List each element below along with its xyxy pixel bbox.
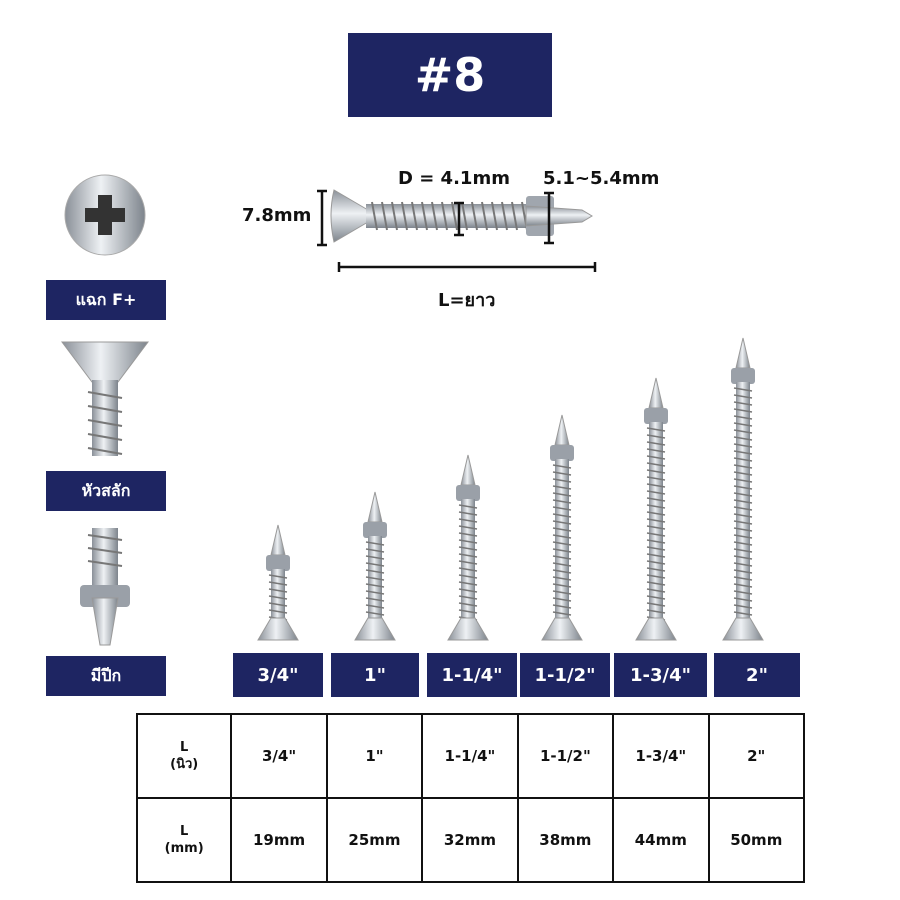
- label-wings: มีปีก: [46, 656, 166, 696]
- table-cell: 1-1/2": [516, 713, 615, 799]
- table-cell: 44mm: [612, 797, 710, 883]
- size-badge: 1": [331, 653, 419, 697]
- size-table: L(นิว) 3/4" 1" 1-1/4" 1-1/2" 1-3/4" 2" L…: [135, 713, 806, 883]
- table-cell: 25mm: [325, 797, 424, 883]
- table-row: L(นิว) 3/4" 1" 1-1/4" 1-1/2" 1-3/4" 2": [135, 713, 806, 799]
- size-badge: 2": [714, 653, 800, 697]
- label-phillips: แฉก F+: [46, 280, 166, 320]
- title-badge: #8: [348, 33, 552, 117]
- size-badge: 1-3/4": [614, 653, 707, 697]
- label-countersunk: หัวสลัก: [46, 471, 166, 511]
- table-cell: 38mm: [516, 797, 615, 883]
- wing-tip-icon: [80, 528, 130, 646]
- table-cell: 2": [707, 713, 806, 799]
- screw-image: [635, 377, 677, 641]
- table-cell: 32mm: [421, 797, 519, 883]
- countersunk-head-icon: [61, 341, 149, 456]
- dimension-lines: [317, 189, 597, 272]
- table-cell: 1-3/4": [612, 713, 710, 799]
- row-header: L(mm): [135, 797, 233, 883]
- screw-image: [541, 414, 583, 641]
- size-badge: 1-1/2": [520, 653, 610, 697]
- wing-width-label: 5.1~5.4mm: [543, 168, 660, 189]
- screw-image: [722, 337, 764, 641]
- dimension-screw-image: [330, 189, 593, 243]
- table-cell: 1": [325, 713, 424, 799]
- head-diameter-label: 7.8mm: [242, 205, 312, 226]
- length-label: L=ยาว: [438, 290, 496, 311]
- size-badge: 1-1/4": [427, 653, 517, 697]
- table-cell: 3/4": [230, 713, 328, 799]
- screw-image: [354, 491, 396, 641]
- table-cell: 1-1/4": [421, 713, 519, 799]
- table-row: L(mm) 19mm 25mm 32mm 38mm 44mm 50mm: [135, 797, 806, 883]
- screw-image: [257, 524, 299, 641]
- screw-image: [447, 454, 489, 641]
- table-cell: 50mm: [707, 797, 806, 883]
- row-header: L(นิว): [135, 713, 233, 799]
- table-cell: 19mm: [230, 797, 328, 883]
- screw-lineup: [257, 337, 764, 641]
- diameter-label: D = 4.1mm: [398, 168, 510, 189]
- phillips-head-icon: [64, 174, 146, 256]
- size-badge: 3/4": [233, 653, 323, 697]
